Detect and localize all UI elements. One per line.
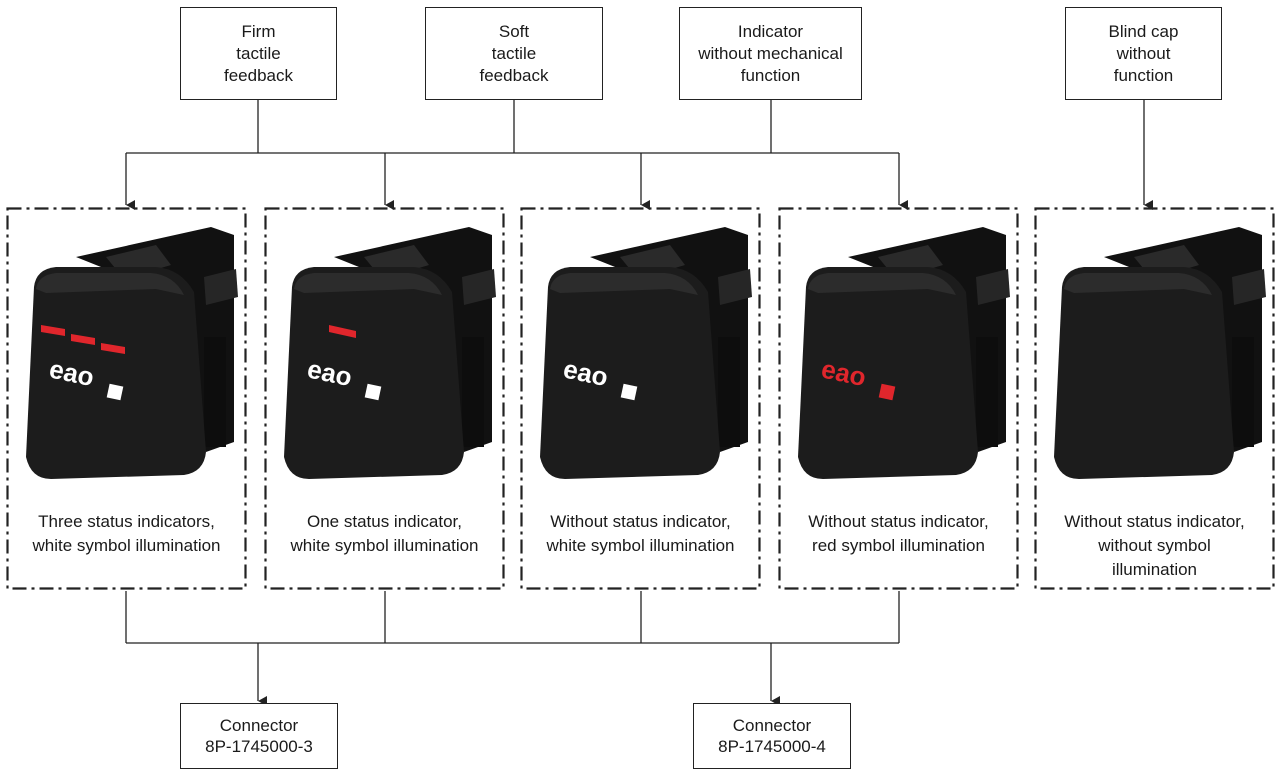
connector-label-line: 8P-1745000-4 bbox=[718, 737, 826, 756]
symbol-square bbox=[364, 383, 382, 401]
feature-label-line: feedback bbox=[479, 65, 549, 85]
variant-caption: Without status indicator, red symbol ill… bbox=[778, 510, 1019, 558]
cap-highlight bbox=[550, 273, 698, 295]
switch-image: eao bbox=[6, 217, 247, 502]
caption-line: without symbol bbox=[1098, 536, 1211, 555]
connector-box-4: Connector 8P-1745000-4 bbox=[693, 703, 851, 769]
variant-three-status-white: eao Three status indicators, white symbo… bbox=[6, 207, 247, 590]
dash-dot-frame bbox=[1034, 207, 1275, 590]
switch-image: eao bbox=[264, 217, 505, 502]
variant-blind-cap: Without status indicator, without symbol… bbox=[1034, 207, 1275, 590]
feature-label-line: without bbox=[1116, 43, 1171, 63]
feature-label-line: Soft bbox=[498, 21, 530, 41]
side-rail bbox=[462, 337, 484, 447]
feature-label-line: function bbox=[740, 65, 801, 85]
dash-dot-frame bbox=[264, 207, 505, 590]
side-clip bbox=[462, 269, 496, 305]
caption-line: white symbol illumination bbox=[32, 536, 221, 555]
pushbutton-switch-icon: eao bbox=[540, 227, 752, 479]
side-rail bbox=[718, 337, 740, 447]
variant-caption: One status indicator, white symbol illum… bbox=[264, 510, 505, 558]
dash-dot-frame bbox=[6, 207, 247, 590]
front-cap bbox=[798, 267, 978, 479]
cap-highlight bbox=[1064, 273, 1212, 295]
caption-line: red symbol illumination bbox=[812, 536, 985, 555]
caption-line: illumination bbox=[1111, 560, 1198, 579]
variant-one-status-white: eao One status indicator, white symbol i… bbox=[264, 207, 505, 590]
status-indicator-bar bbox=[41, 325, 65, 336]
caption-line: One status indicator, bbox=[307, 512, 462, 531]
symbol-square bbox=[878, 383, 896, 401]
pushbutton-switch-icon: eao bbox=[26, 227, 238, 479]
feature-box-firm-tactile: Firm tactile feedback bbox=[180, 7, 337, 100]
feature-label-line: feedback bbox=[224, 65, 293, 85]
caption-line: Three status indicators, bbox=[38, 512, 215, 531]
side-clip bbox=[204, 269, 238, 305]
side-rail bbox=[976, 337, 998, 447]
connector-label-line: Connector bbox=[732, 716, 812, 735]
symbol-square bbox=[106, 383, 124, 401]
caption-line: Without status indicator, bbox=[808, 512, 989, 531]
caption-line: Without status indicator, bbox=[550, 512, 731, 531]
dash-dot-frame bbox=[520, 207, 761, 590]
symbol-square bbox=[620, 383, 638, 401]
caption-line: Without status indicator, bbox=[1064, 512, 1245, 531]
front-cap bbox=[284, 267, 464, 479]
pushbutton-switch-icon: eao bbox=[284, 227, 496, 479]
feature-label-line: tactile bbox=[236, 43, 281, 63]
feature-box-indicator: Indicator without mechanical function bbox=[679, 7, 862, 100]
connector-label-line: Connector bbox=[219, 716, 299, 735]
dash-dot-frame bbox=[778, 207, 1019, 590]
pushbutton-switch-icon bbox=[1054, 227, 1266, 479]
variant-caption: Without status indicator, without symbol… bbox=[1034, 510, 1275, 582]
status-indicator-bar bbox=[71, 334, 95, 345]
variant-no-status-red: eao Without status indicator, red symbol… bbox=[778, 207, 1019, 590]
feature-box-blind-cap: Blind cap without function bbox=[1065, 7, 1222, 100]
cap-highlight bbox=[808, 273, 956, 295]
feature-label-line: Blind cap bbox=[1108, 21, 1179, 41]
front-cap bbox=[540, 267, 720, 479]
caption-line: white symbol illumination bbox=[290, 536, 479, 555]
feature-box-soft-tactile: Soft tactile feedback bbox=[425, 7, 603, 100]
variant-no-status-white: eao Without status indicator, white symb… bbox=[520, 207, 761, 590]
switch-image: eao bbox=[520, 217, 761, 502]
cap-highlight bbox=[36, 273, 184, 295]
feature-label-line: function bbox=[1113, 65, 1174, 85]
cap-highlight bbox=[294, 273, 442, 295]
side-clip bbox=[1232, 269, 1266, 305]
connector-label-line: 8P-1745000-3 bbox=[205, 737, 313, 756]
status-indicator-bar bbox=[329, 325, 356, 338]
switch-image bbox=[1034, 217, 1275, 502]
side-rail bbox=[1232, 337, 1254, 447]
caption-line: white symbol illumination bbox=[546, 536, 735, 555]
front-cap bbox=[26, 267, 206, 479]
pushbutton-switch-icon: eao bbox=[798, 227, 1010, 479]
feature-label-line: Indicator bbox=[737, 21, 804, 41]
switch-image: eao bbox=[778, 217, 1019, 502]
front-cap bbox=[1054, 267, 1234, 479]
feature-label-line: without mechanical bbox=[698, 43, 843, 63]
feature-label-line: Firm bbox=[241, 21, 276, 41]
status-indicator-bar bbox=[101, 343, 125, 354]
side-rail bbox=[204, 337, 226, 447]
variant-caption: Three status indicators, white symbol il… bbox=[6, 510, 247, 558]
side-clip bbox=[976, 269, 1010, 305]
feature-label-line: tactile bbox=[491, 43, 537, 63]
connector-box-3: Connector 8P-1745000-3 bbox=[180, 703, 338, 769]
variant-caption: Without status indicator, white symbol i… bbox=[520, 510, 761, 558]
side-clip bbox=[718, 269, 752, 305]
